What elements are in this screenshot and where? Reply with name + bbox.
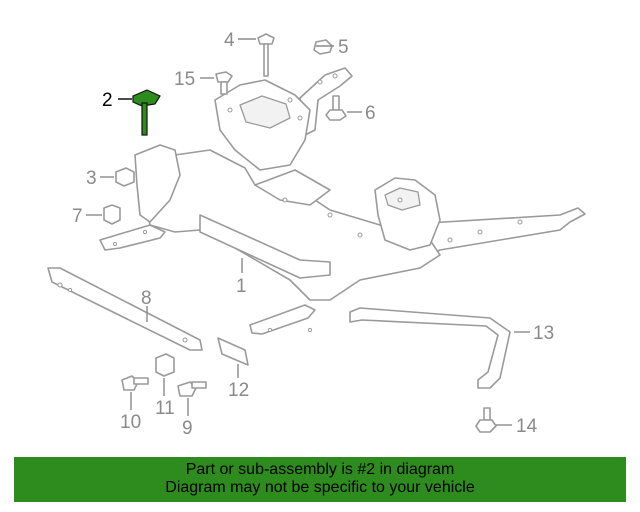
bolt-part-15 bbox=[215, 71, 233, 95]
bushing-part-3 bbox=[115, 167, 135, 187]
brace-part-13 bbox=[349, 307, 511, 389]
callout-9: 9 bbox=[182, 418, 193, 439]
callout-8: 8 bbox=[141, 288, 152, 309]
banner-line-1: Part or sub-assembly is #2 in diagram bbox=[185, 461, 455, 478]
bolt-part-9 bbox=[177, 381, 207, 397]
bar-part-8 bbox=[47, 267, 203, 351]
highlighted-part-2 bbox=[132, 89, 161, 136]
callout-13: 13 bbox=[533, 323, 554, 344]
callout-6: 6 bbox=[365, 103, 376, 124]
callout-11: 11 bbox=[155, 398, 175, 419]
callout-10: 10 bbox=[120, 412, 141, 433]
callout-4: 4 bbox=[224, 30, 235, 51]
bolt-part-10 bbox=[121, 375, 149, 391]
callout-15: 15 bbox=[174, 69, 195, 90]
callout-12: 12 bbox=[228, 380, 249, 401]
stud-part-4 bbox=[257, 33, 275, 77]
nut-part-11 bbox=[155, 353, 175, 377]
callout-2: 2 bbox=[102, 90, 113, 111]
banner-line-2: Diagram may not be specific to your vehi… bbox=[165, 479, 475, 496]
subframe-part-1 bbox=[99, 67, 586, 335]
plate-part-12 bbox=[217, 337, 249, 366]
nut-part-5 bbox=[313, 39, 333, 55]
callout-3: 3 bbox=[86, 168, 97, 189]
callout-5: 5 bbox=[338, 37, 349, 58]
leader-lines bbox=[86, 38, 530, 426]
callout-1: 1 bbox=[236, 276, 247, 297]
info-banner: Part or sub-assembly is #2 in diagram Di… bbox=[14, 457, 626, 502]
callout-14: 14 bbox=[516, 416, 538, 437]
bolt-part-14 bbox=[475, 407, 497, 433]
callout-7: 7 bbox=[72, 206, 83, 227]
parts-diagram: 2 4 5 15 6 3 7 1 8 13 12 10 11 9 14 bbox=[47, 30, 586, 439]
bolt-part-6 bbox=[325, 95, 347, 121]
bushing-part-7 bbox=[103, 204, 121, 225]
